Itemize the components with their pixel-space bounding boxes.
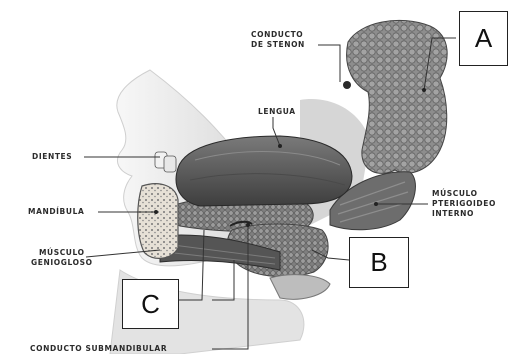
mandible-section <box>138 184 178 259</box>
label-mandibula: MANDÍBULA <box>28 207 84 217</box>
stenon-duct-opening <box>343 81 351 89</box>
label-musculo-geniogloso: MÚSCULO GENIOGLOSO <box>31 248 93 268</box>
answer-box-b: B <box>349 237 409 288</box>
leader-stenon <box>318 45 340 82</box>
label-line: INTERNO <box>432 209 496 219</box>
label-line: MÚSCULO <box>432 189 496 199</box>
label-line: PTERIGOIDEO <box>432 199 496 209</box>
tongue <box>176 136 352 206</box>
label-line: MÚSCULO <box>31 248 93 258</box>
leader-c2 <box>212 260 234 300</box>
label-lengua: LENGUA <box>258 107 296 117</box>
label-conducto-submandibular: CONDUCTO SUBMANDIBULAR <box>30 344 167 354</box>
label-dientes: DIENTES <box>32 152 72 162</box>
label-conducto-de-stenon: CONDUCTO DE STENON <box>251 30 305 50</box>
label-line: CONDUCTO <box>251 30 305 40</box>
answer-box-c: C <box>122 279 179 329</box>
label-line: GENIOGLOSO <box>31 258 93 268</box>
hyoid-bone <box>270 275 330 300</box>
label-musculo-pterigoideo-interno: MÚSCULO PTERIGOIDEO INTERNO <box>432 189 496 219</box>
answer-box-a: A <box>459 11 508 66</box>
label-line: DE STENON <box>251 40 305 50</box>
